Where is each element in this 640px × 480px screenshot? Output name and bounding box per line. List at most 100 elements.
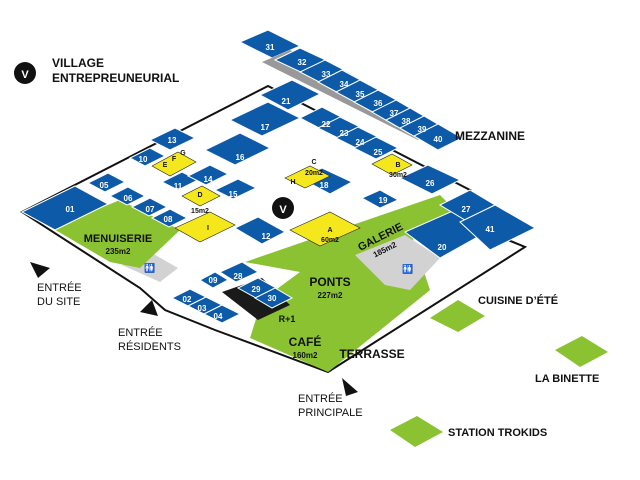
menuiserie-area: 235m2 [106, 247, 131, 256]
room-f-letter: F [172, 156, 177, 163]
svg-text:13: 13 [168, 136, 177, 145]
entrance-site-line1: ENTRÉE [37, 281, 82, 294]
room-d[interactable] [181, 185, 221, 207]
room-09[interactable] [198, 271, 230, 289]
svg-text:33: 33 [322, 70, 331, 79]
svg-text:03: 03 [198, 304, 207, 313]
menuiserie-zone [52, 200, 180, 268]
trokids-square [390, 416, 443, 447]
village-badge-letter: V [21, 69, 29, 81]
room-efg[interactable] [151, 151, 197, 177]
svg-text:20: 20 [438, 243, 447, 252]
room-h-letter: H [290, 179, 295, 186]
svg-text:38: 38 [402, 117, 411, 126]
entrance-site-line2: DU SITE [37, 296, 80, 308]
svg-text:14: 14 [204, 175, 213, 184]
entrance-main-arrow [342, 378, 358, 396]
cuisine-square [430, 300, 485, 332]
svg-text:02: 02 [183, 295, 192, 304]
village-marker [272, 197, 294, 219]
entrance-main-line2: PRINCIPALE [298, 407, 363, 419]
room-a[interactable] [289, 211, 361, 247]
svg-text:24: 24 [356, 138, 365, 147]
entrance-residents-line1: ENTRÉE [118, 326, 163, 339]
room-d-letter: D [197, 192, 202, 199]
room-i-letter: I [207, 225, 209, 232]
room-21[interactable] [258, 79, 322, 111]
room-05[interactable] [86, 172, 127, 193]
room-15[interactable] [213, 178, 258, 200]
entrance-residents-arrow [140, 300, 158, 316]
svg-text:09: 09 [209, 276, 218, 285]
room-14[interactable] [186, 164, 230, 186]
binette-label: LA BINETTE [535, 373, 599, 385]
room-07[interactable] [130, 197, 169, 217]
svg-text:40: 40 [434, 135, 443, 144]
svg-text:10: 10 [139, 155, 148, 164]
svg-text:12: 12 [262, 232, 271, 241]
entrance-residents-line2: RÉSIDENTS [118, 340, 181, 353]
room-28[interactable] [218, 261, 260, 283]
cafe-label: CAFÉ [289, 334, 322, 349]
grey-zone-right [355, 235, 440, 290]
svg-text:25: 25 [374, 148, 383, 157]
village-title-line1: VILLAGE [52, 56, 104, 70]
svg-text:18: 18 [320, 181, 329, 190]
room-31[interactable] [238, 29, 302, 59]
room-e-letter: E [163, 162, 168, 169]
room-25[interactable] [352, 136, 400, 160]
room-19[interactable] [360, 189, 400, 209]
room-16[interactable] [203, 132, 272, 166]
room-c-area: 20m2 [305, 170, 323, 177]
svg-text:41: 41 [486, 225, 495, 234]
room-04[interactable] [202, 304, 242, 324]
svg-text:28: 28 [234, 272, 243, 281]
room-i[interactable] [174, 211, 236, 243]
svg-text:16: 16 [236, 153, 245, 162]
svg-text:22: 22 [322, 120, 331, 129]
svg-text:06: 06 [124, 194, 133, 203]
menuiserie-label: MENUISERIE [84, 233, 152, 245]
room-01[interactable] [20, 185, 110, 231]
room-13[interactable] [148, 127, 197, 151]
room-c-letter: C [311, 159, 316, 166]
room-b[interactable] [371, 153, 413, 176]
svg-text:26: 26 [426, 179, 435, 188]
room-12[interactable] [233, 216, 287, 245]
room-30[interactable] [253, 287, 294, 309]
svg-text:21: 21 [282, 97, 291, 106]
room-a-letter: A [327, 227, 332, 234]
room-10[interactable] [128, 147, 167, 167]
svg-text:08: 08 [164, 215, 173, 224]
room-06[interactable] [108, 186, 147, 206]
village-marker-letter: V [279, 204, 287, 216]
svg-text:01: 01 [66, 205, 75, 214]
svg-text:36: 36 [374, 99, 383, 108]
room-40[interactable] [412, 123, 464, 151]
terrasse-label: TERRASSE [339, 347, 404, 361]
r-plus-1-label: R+1 [279, 314, 296, 324]
svg-text:39: 39 [418, 125, 427, 134]
village-title-line2: ENTREPREUNEURIAL [52, 71, 179, 85]
svg-text:37: 37 [390, 109, 399, 118]
trokids-label: STATION TROKIDS [448, 427, 547, 439]
svg-text:15: 15 [229, 190, 238, 199]
entrance-main-line1: ENTRÉE [298, 392, 343, 405]
cuisine-label: CUISINE D’ÉTÉ [478, 294, 558, 307]
room-b-area: 30m2 [389, 172, 407, 179]
svg-text:29: 29 [252, 285, 261, 294]
room-41[interactable] [459, 204, 537, 251]
svg-text:35: 35 [356, 90, 365, 99]
room-26[interactable] [398, 164, 462, 195]
ponts-label: PONTS [309, 275, 350, 289]
svg-text:11: 11 [174, 182, 183, 191]
svg-text:30: 30 [268, 294, 277, 303]
svg-text:04: 04 [214, 312, 223, 321]
toilet-icon-right: 🚻 [402, 263, 413, 274]
svg-text:32: 32 [298, 58, 307, 67]
room-29[interactable] [236, 277, 278, 299]
room-08[interactable] [150, 208, 189, 228]
room-c-h[interactable] [284, 165, 331, 189]
cafe-area: 160m2 [293, 351, 318, 360]
